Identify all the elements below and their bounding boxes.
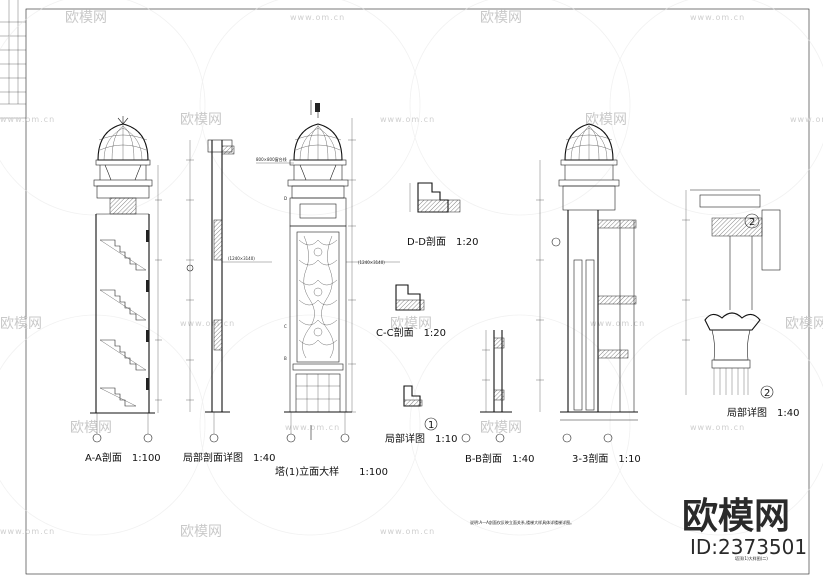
callout-1-number: 1 — [428, 420, 434, 431]
watermark-url: www.om.cn — [790, 115, 823, 124]
section-33-drawing — [536, 123, 638, 443]
window-dim-label: (1240×3140) — [228, 256, 255, 261]
window-dim-label: (1240×3140) — [358, 260, 385, 265]
drawing-note: 说明:A—A剖面仅反映立面关系,楼梯大样具体详楼梯详图。 — [470, 519, 574, 525]
watermark-brand: 欧模网 — [70, 420, 112, 436]
caption-cc-section: C-C剖面 1:20 — [376, 326, 446, 339]
sheet-border — [25, 8, 810, 575]
callout-2-circle-lower — [760, 385, 774, 399]
title-strip — [0, 0, 26, 119]
watermark-brand: 欧模网 — [480, 10, 522, 26]
watermark-brand: 欧模网 — [585, 112, 627, 128]
caption-bb-section: B-B剖面 1:40 — [465, 452, 534, 465]
callout-2-circle — [744, 213, 760, 229]
watermark-url: www.om.cn — [380, 115, 435, 124]
watermark-url: www.om.cn — [380, 527, 435, 536]
caption-tower-elevation: 塔(1)立面大样 1:100 — [275, 465, 388, 478]
watermark-brand-large: 欧模网 — [682, 496, 790, 537]
caption-detail-1: 局部详图 1:10 — [385, 432, 457, 445]
watermark-brand: 欧模网 — [480, 420, 522, 436]
watermark-url: www.om.cn — [285, 423, 340, 432]
watermark-texts: 欧模网 www.om.cn 欧模网 www.om.cn www.om.cn 欧模… — [0, 10, 823, 540]
watermark-pattern — [0, 0, 823, 536]
watermark-id: ID:2373501 — [690, 535, 807, 559]
partial-section-drawing: (1240×3140) — [186, 139, 272, 443]
caption-aa-section: A-A剖面 1:100 — [85, 451, 161, 464]
watermark-brand: 欧模网 — [180, 524, 222, 540]
caption-detail-2: 局部详图 1:40 — [727, 406, 799, 419]
watermark-url: www.om.cn — [590, 319, 645, 328]
section-mark-c: C — [284, 324, 287, 329]
ornamental-lattice — [298, 235, 338, 359]
watermark-brand: 欧模网 — [390, 316, 432, 332]
caption-section-33: 3-3剖面 1:10 — [572, 452, 641, 465]
watermark-brand: 欧模网 — [180, 112, 222, 128]
callout-2-number: 2 — [764, 388, 770, 399]
watermark-brand: 欧模网 — [0, 316, 42, 332]
sheet-title: 塔顶(1)大样图(二) — [735, 555, 768, 561]
cc-section-drawing — [395, 284, 425, 311]
detail-1-drawing: 1 — [403, 385, 438, 431]
dd-section-drawing — [409, 182, 461, 213]
detail-2-drawing: 2 2 — [682, 189, 781, 399]
watermark-url: www.om.cn — [0, 115, 55, 124]
window-sill-label: 800×800窗台线 — [256, 156, 287, 162]
tower-elevation-drawing: D C B 800×800窗台线 (1240×3140) — [256, 100, 400, 443]
callout-1-circle — [424, 417, 438, 431]
watermark-brand: 欧模网 — [785, 316, 823, 332]
caption-dd-section: D-D剖面 1:20 — [407, 235, 478, 248]
watermark-url: www.om.cn — [290, 13, 345, 22]
watermark-url: www.om.cn — [180, 319, 235, 328]
watermark-url: www.om.cn — [690, 13, 745, 22]
watermark-url: www.om.cn — [0, 527, 55, 536]
watermark-url: www.om.cn — [690, 423, 745, 432]
aa-section-drawing — [90, 116, 162, 443]
watermark-brand: 欧模网 — [65, 10, 107, 26]
bb-section-drawing — [461, 330, 512, 443]
section-mark-b: B — [284, 356, 287, 361]
caption-partial-section: 局部剖面详图 1:40 — [183, 451, 275, 464]
callout-2-label: 2 — [749, 217, 755, 228]
section-mark-d: D — [284, 196, 287, 201]
